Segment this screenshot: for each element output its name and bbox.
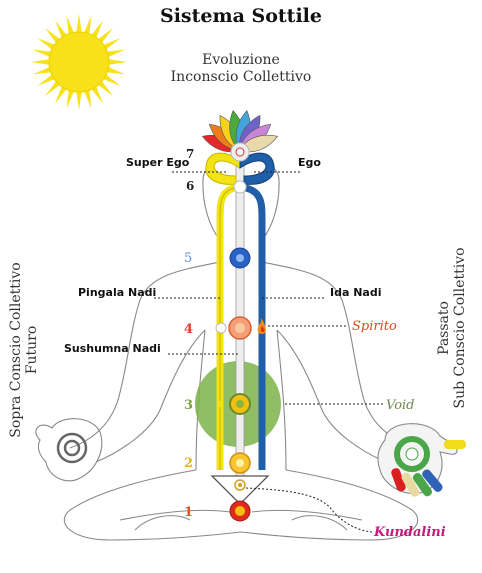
void-label: Void [386,398,415,413]
sun-ray [37,74,55,86]
sun-ray [76,14,82,33]
sun-ray [103,38,121,50]
vishuddhi-chakra [229,247,251,269]
left-hand [35,418,103,482]
chakra-number-2: 2 [184,456,193,471]
lotus-petal [239,134,279,153]
sun-ray [55,20,67,38]
lotus-crown [201,110,279,153]
chakra-number-4: 4 [184,322,193,337]
sun-ray [66,15,74,34]
pingala-nadi-channel [216,184,236,470]
diagram-title: Sistema Sottile [160,5,322,27]
sun-ray [76,91,82,110]
leader-lines [154,171,384,533]
sun-ray [84,15,92,34]
right-caption-line2: Sub Conscio Collettivo [452,247,468,408]
super-ego-lobe [205,152,241,185]
left-caption-line2: Futuro [24,326,40,375]
sun-ray [32,67,51,75]
sun-ray [98,28,113,43]
sun-ray [91,20,103,38]
ida-nadi-channel [244,184,266,470]
sun-ray [103,74,121,86]
chakra-number-1: 1 [184,505,193,520]
sahasrara-chakra [230,142,250,162]
kundalini-triangle [210,475,270,505]
pingala-nadi-label: Pingala Nadi [78,286,156,299]
sun-ray [32,49,51,57]
chakra-number-5: 5 [184,251,192,266]
left-void-dot [217,401,223,407]
agnya-chakra [233,180,247,194]
right-hand-fingers [391,440,466,497]
sun-ray [45,28,60,43]
nabhi-chakra [229,393,251,415]
left-heart-chakra [215,322,227,334]
top-caption-line2: Inconscio Collettivo [171,69,312,85]
left-hand-circle-icon [56,432,88,464]
sun-icon [31,14,127,110]
body-outline [63,156,419,541]
sun-ray [37,38,55,50]
moon-icon [378,35,442,103]
spirito-label: Spirito [352,319,397,334]
sun-ray [45,81,60,96]
sun-ray [66,90,74,109]
chakra-number-3: 3 [184,398,193,413]
sun-ray [91,86,103,104]
mooladhara-chakra [229,500,251,522]
chakra-number-6: 6 [186,179,194,193]
chakra-number-7: 7 [186,147,194,161]
sun-ray [107,67,126,75]
right-caption-line1: Passato [436,301,452,355]
sun-ray [107,49,126,57]
sun-ray [98,81,113,96]
kundalini-label: Kundalini [373,525,446,540]
left-caption-line1: Sopra Conscio Collettivo [8,262,24,437]
ego-lobe [239,152,275,185]
sun-ray [108,59,127,65]
sun-ray [84,90,92,109]
sun-ray [55,86,67,104]
spirit-flame-icon [257,318,266,334]
right-hand-circle-icon [394,436,430,472]
ego-label: Ego [298,156,321,169]
super-ego-label: Super Ego [126,156,190,169]
sun-ray [31,59,50,65]
ida-nadi-label: Ida Nadi [330,286,382,299]
top-caption-line1: Evoluzione [202,52,280,68]
sushumna-nadi-label: Sushumna Nadi [64,342,161,355]
heart-chakra [228,316,252,340]
swadishthan-chakra [229,452,251,474]
